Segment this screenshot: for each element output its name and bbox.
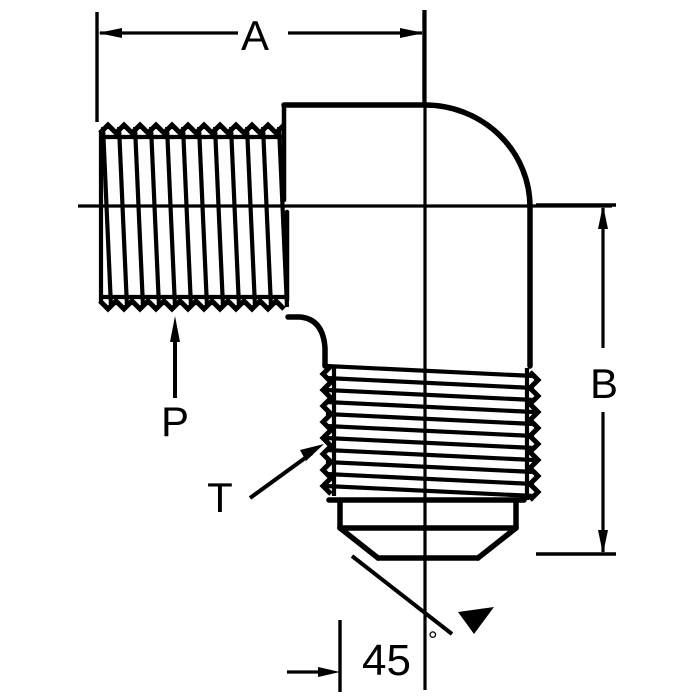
dimension-B-arrowhead-bottom [598,530,608,554]
dimension-B-label: B [590,360,618,407]
degree-symbol-icon: ° [428,627,438,654]
angle-leader-arrowhead [458,607,494,634]
flare-thread-crest-left [319,364,335,496]
angle-leader-line [350,554,454,636]
callout-T-arrowhead [300,444,324,461]
pipe-thread-flanks [100,126,290,308]
angle-value-label: 45 [362,636,411,685]
angle-witness-arrowhead [318,667,340,677]
dimension-B-arrowhead-top [598,205,608,229]
body-bottom-fillet [285,314,328,369]
callout-P-arrowhead [170,316,180,342]
flare-taper-left [337,525,381,561]
dimension-A-arrowhead-left [98,28,122,38]
male-flare-thread-vertical [319,363,542,502]
flare-taper-right [475,525,519,561]
centerlines [78,10,612,690]
jic-flare-nose [326,497,527,561]
callout-P-label: P [161,398,189,445]
callout-T-label: T [207,474,233,521]
dimension-A: A [95,10,426,122]
male-pipe-thread-horizontal [98,121,290,313]
callout-P: P [161,316,189,445]
elbow-body-outline [281,102,533,369]
callout-T: T [207,444,324,521]
pipe-thread-crest-top [98,121,286,137]
flare-thread-flanks [325,363,535,499]
callout-T-leader [248,451,314,500]
annotation-45-degree: 45 ° [287,554,494,692]
dimension-B: B [536,203,618,556]
dimension-A-arrowhead-right [400,28,424,38]
dimension-A-label: A [241,12,269,59]
body-outer-corner-arc [422,102,533,210]
